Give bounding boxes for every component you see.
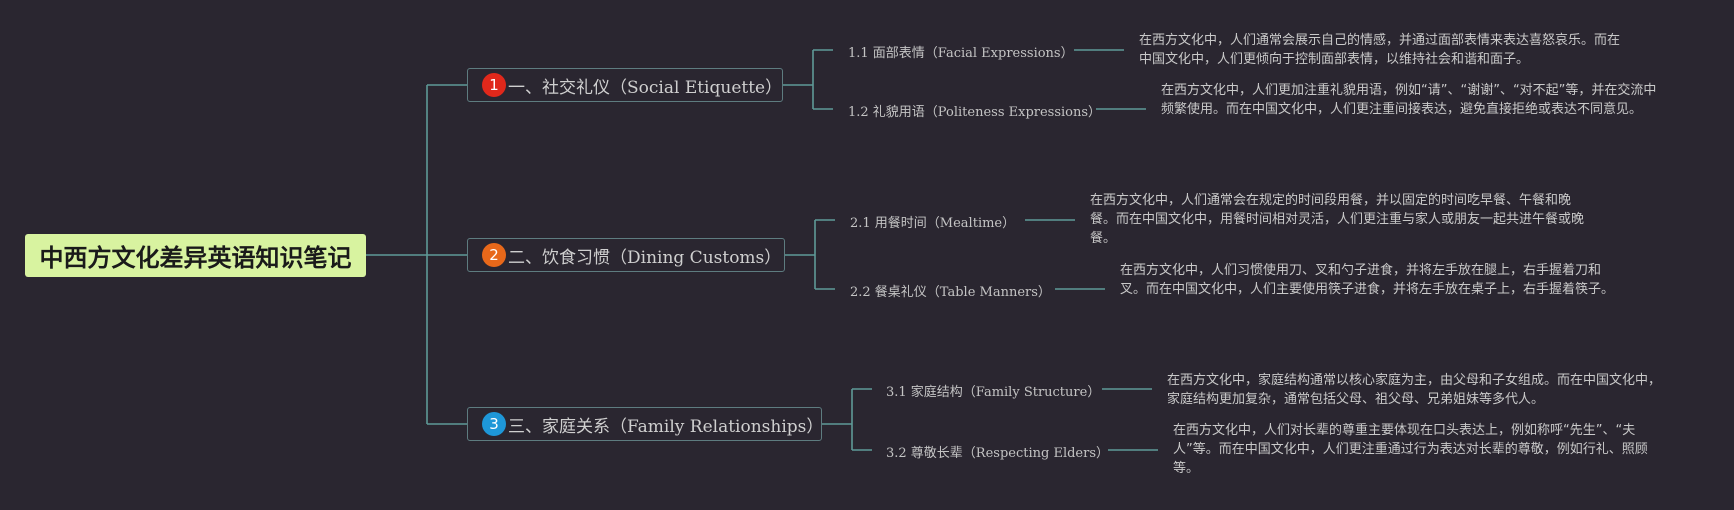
- note-mealtime: 在西方文化中，人们通常会在规定的时间段用餐，并以固定的时间吃早餐、午餐和晚餐。而…: [1090, 193, 1585, 246]
- subtopic-table-manners[interactable]: 2.2 餐桌礼仪（Table Manners）: [850, 285, 1051, 300]
- note-politeness-expressions: 在西方文化中，人们更加注重礼貌用语，例如“请”、“谢谢”、“对不起”等，并在交流…: [1161, 83, 1657, 117]
- note-family-structure: 在西方文化中，家庭结构通常以核心家庭为主，由父母和子女组成。而在中国文化中，家庭…: [1167, 373, 1662, 407]
- branch-label: 二、饮食习惯（Dining Customs）: [508, 247, 782, 268]
- subtopic-politeness-expressions[interactable]: 1.2 礼貌用语（Politeness Expressions）: [848, 105, 1102, 120]
- subtopic-respecting-elders[interactable]: 3.2 尊敬长辈（Respecting Elders）: [886, 446, 1110, 461]
- number-badge-3: 3: [482, 412, 506, 436]
- subtopic-mealtime[interactable]: 2.1 用餐时间（Mealtime）: [850, 216, 1016, 231]
- note-facial-expressions: 在西方文化中，人们通常会展示自己的情感，并通过面部表情来表达喜怒哀乐。而在中国文…: [1139, 33, 1621, 67]
- note-table-manners: 在西方文化中，人们习惯使用刀、叉和勺子进食，并将左手放在腿上，右手握着刀和叉。而…: [1120, 263, 1615, 297]
- subtopic-family-structure[interactable]: 3.1 家庭结构（Family Structure）: [886, 385, 1101, 400]
- note-respecting-elders: 在西方文化中，人们对长辈的尊重主要体现在口头表达上，例如称呼“先生”、“夫人”等…: [1173, 423, 1648, 476]
- subtopic-facial-expressions[interactable]: 1.1 面部表情（Facial Expressions）: [848, 46, 1074, 61]
- branch-node-social-etiquette[interactable]: 1 一、社交礼仪（Social Etiquette）: [467, 68, 783, 102]
- number-badge-2: 2: [482, 243, 506, 267]
- number-badge-1: 1: [482, 73, 506, 97]
- branch-label: 一、社交礼仪（Social Etiquette）: [508, 77, 783, 98]
- branch-label: 三、家庭关系（Family Relationships）: [508, 416, 824, 437]
- branch-node-family-relationships[interactable]: 3 三、家庭关系（Family Relationships）: [467, 407, 824, 441]
- root-title: 中西方文化差异英语知识笔记: [39, 244, 352, 272]
- root-node[interactable]: 中西方文化差异英语知识笔记: [25, 234, 366, 277]
- branch-node-dining-customs[interactable]: 2 二、饮食习惯（Dining Customs）: [467, 238, 785, 272]
